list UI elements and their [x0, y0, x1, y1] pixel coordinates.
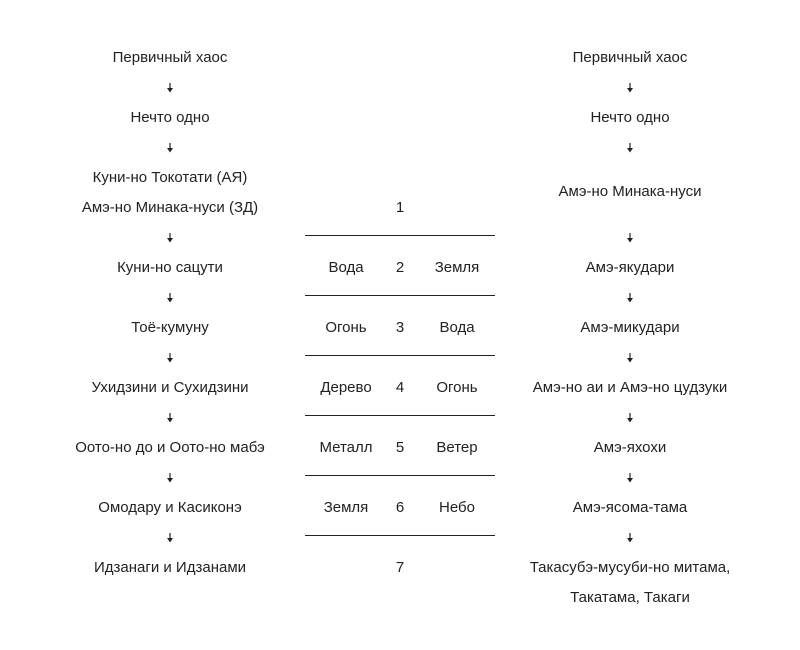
left-node-idzanagi: Идзанаги и Идзанами [93, 559, 247, 576]
left-node-ooto-no-do: Оото-но до и Оото-но мабэ [75, 439, 265, 456]
arrow-down-icon [167, 353, 173, 363]
table-cell-right: Вода [439, 319, 475, 336]
right-node-ame-yakudari: Амэ-якудари [585, 259, 675, 276]
left-node-ame-no-minaka-nusi: Амэ-но Минака-нуси (ЗД) [81, 199, 259, 216]
arrow-down-icon [167, 143, 173, 153]
table-number-2: 2 [395, 259, 405, 276]
right-node-ame-mikudari: Амэ-микудари [580, 319, 680, 336]
table-number-6: 6 [395, 499, 405, 516]
left-node-toyo-kumunu: Тоё-кумуну [131, 319, 209, 336]
arrow-down-icon [167, 413, 173, 423]
table-cell-left: Вода [328, 259, 364, 276]
table-cell-right: Земля [434, 259, 480, 276]
left-node-something-one: Нечто одно [130, 109, 210, 126]
table-number-1: 1 [395, 199, 405, 216]
right-node-ame-yasoma-tama: Амэ-ясома-тама [572, 499, 688, 516]
table-divider [305, 535, 495, 536]
arrow-down-icon [627, 413, 633, 423]
left-node-kuni-no-sacuti: Куни-но сацути [117, 259, 223, 276]
right-node-takasube-line2: Такатама, Такаги [570, 589, 690, 606]
table-cell-right: Ветер [436, 439, 478, 456]
table-cell-left: Дерево [320, 379, 372, 396]
table-cell-right: Огонь [436, 379, 478, 396]
right-node-something-one: Нечто одно [590, 109, 670, 126]
table-divider [305, 355, 495, 356]
table-cell-right: Небо [439, 499, 475, 516]
arrow-down-icon [627, 353, 633, 363]
arrow-down-icon [167, 233, 173, 243]
arrow-down-icon [627, 233, 633, 243]
left-node-primal-chaos: Первичный хаос [112, 49, 228, 66]
arrow-down-icon [627, 473, 633, 483]
table-number-5: 5 [395, 439, 405, 456]
table-number-4: 4 [395, 379, 405, 396]
left-node-kuni-no-tokotati: Куни-но Токотати (АЯ) [92, 169, 248, 186]
arrow-down-icon [627, 143, 633, 153]
table-cell-left: Огонь [325, 319, 367, 336]
right-node-ame-yahohi: Амэ-яхохи [593, 439, 667, 456]
right-node-takasube-line1: Такасубэ-мусуби-но митама, [529, 559, 731, 576]
arrow-down-icon [167, 293, 173, 303]
arrow-down-icon [167, 83, 173, 93]
table-divider [305, 475, 495, 476]
left-node-omodaru: Омодару и Касиконэ [98, 499, 242, 516]
table-divider [305, 235, 495, 236]
table-cell-left: Земля [323, 499, 369, 516]
left-node-uhidzini: Ухидзини и Сухидзини [91, 379, 249, 396]
table-number-7: 7 [395, 559, 405, 576]
right-node-primal-chaos: Первичный хаос [572, 49, 688, 66]
table-divider [305, 415, 495, 416]
table-divider [305, 295, 495, 296]
arrow-down-icon [627, 533, 633, 543]
arrow-down-icon [627, 83, 633, 93]
table-number-3: 3 [395, 319, 405, 336]
arrow-down-icon [627, 293, 633, 303]
arrow-down-icon [167, 473, 173, 483]
arrow-down-icon [167, 533, 173, 543]
table-cell-left: Металл [319, 439, 373, 456]
right-node-ame-no-minaka-nusi: Амэ-но Минака-нуси [558, 183, 702, 200]
right-node-ame-no-ai: Амэ-но аи и Амэ-но цудзуки [532, 379, 728, 396]
